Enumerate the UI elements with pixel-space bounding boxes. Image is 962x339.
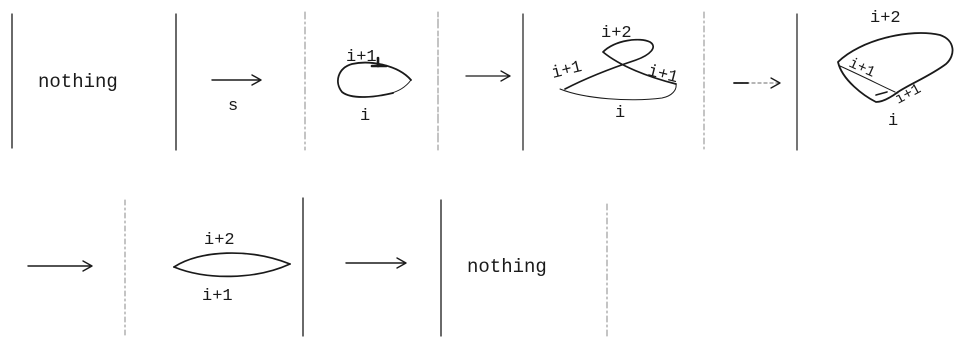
label-bottom: i+1 (202, 287, 233, 306)
move-arrow (27, 260, 93, 272)
arrow-head (500, 70, 511, 82)
label-bottom: i (888, 112, 898, 131)
move-arrow (733, 77, 781, 89)
strand-i (391, 79, 412, 94)
label-bottom: i (360, 107, 370, 126)
arrow-head (251, 74, 262, 86)
strand-i-plus-1 (839, 65, 896, 93)
strand-i-plus-1 (173, 263, 291, 278)
strand-i-plus-1 (337, 61, 412, 98)
label-top: i+2 (601, 24, 632, 43)
strand-outer (837, 32, 954, 103)
label-top: i+2 (870, 9, 901, 28)
label-left: i+1 (550, 58, 584, 84)
row1-separators (11, 11, 798, 153)
label-right: i+1 (646, 62, 680, 88)
label-left: i+1 (846, 55, 878, 82)
label-right: i+1 (892, 81, 924, 109)
frame-crossings: i+2 i+1 i+1 i (550, 24, 680, 123)
arrow-head (770, 77, 781, 89)
crossing-tick (875, 91, 888, 96)
strand-i (559, 83, 677, 101)
strand-i-plus-2 (173, 252, 291, 268)
arrow-head (82, 260, 93, 272)
label-bottom: i (615, 104, 625, 123)
move-arrow (345, 257, 407, 269)
arrow-head (396, 257, 407, 269)
frame-big-loop: i+2 i+1 i+1 i (837, 9, 954, 131)
move-arrow (465, 70, 511, 82)
strand-upper (564, 38, 677, 90)
frame-empty-text: nothing (38, 71, 118, 93)
frame-lens: i+2 i+1 (173, 231, 291, 306)
label-top: i+1 (346, 48, 377, 67)
frame-loop: i+1 i (337, 48, 412, 126)
frame-empty-text: nothing (467, 256, 547, 278)
move-arrow-s: s (211, 74, 262, 116)
move-label: s (228, 97, 238, 116)
label-top: i+2 (204, 231, 235, 250)
